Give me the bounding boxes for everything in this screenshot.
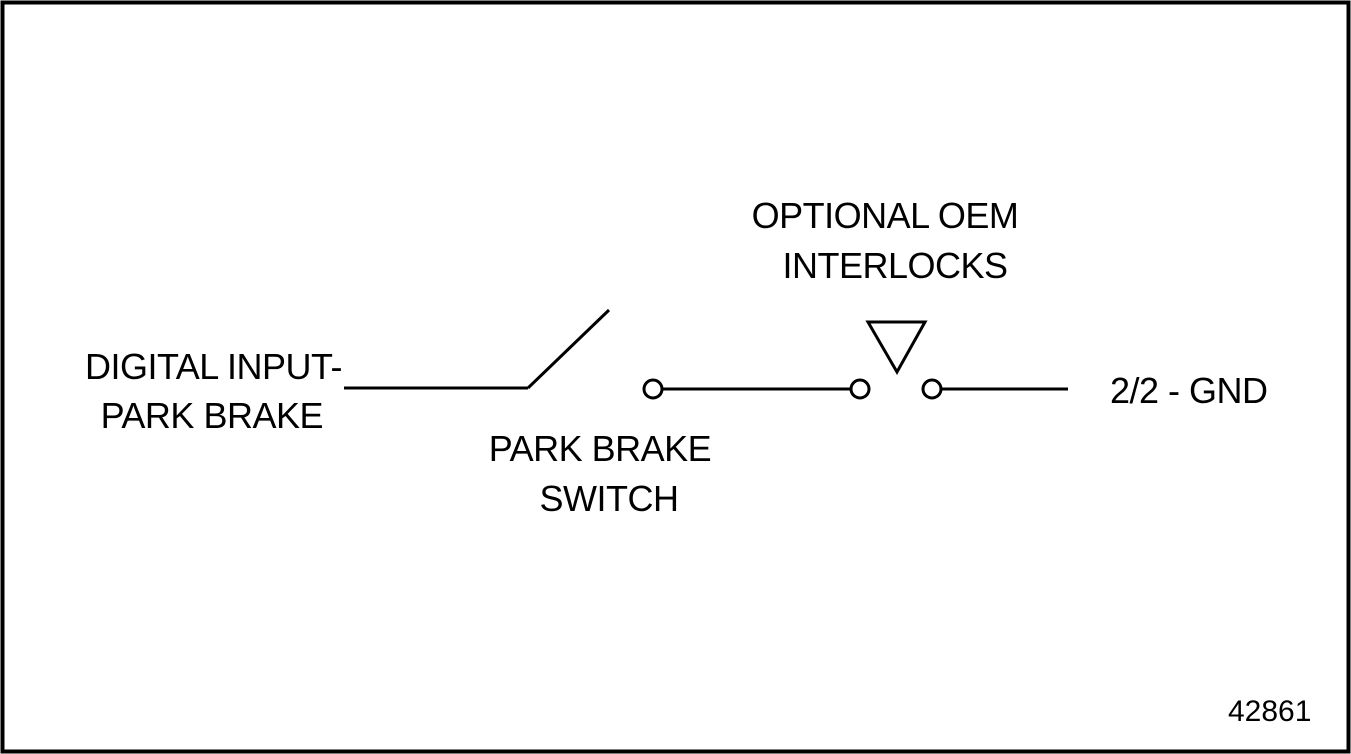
optional-oem-interlocks-label-line1: OPTIONAL OEM: [751, 195, 1019, 236]
interlock-right-terminal: [921, 378, 943, 400]
park-brake-switch-label-line1: PARK BRAKE: [488, 428, 712, 469]
digital-input-label-line1: DIGITAL INPUT-: [84, 346, 343, 387]
park-brake-switch-label-line2: SWITCH: [539, 478, 679, 519]
park-brake-switch-blade: [526, 308, 611, 390]
figure-number: 42861: [1228, 695, 1312, 728]
switch-terminal: [642, 378, 664, 400]
digital-input-label-line2: PARK BRAKE: [100, 395, 324, 436]
optional-oem-interlocks-label-line2: INTERLOCKS: [782, 245, 1008, 286]
interlock-left-terminal: [849, 378, 871, 400]
ground-label: 2/2 - GND: [1110, 370, 1268, 411]
interlock-triangle-symbol: [865, 320, 928, 376]
